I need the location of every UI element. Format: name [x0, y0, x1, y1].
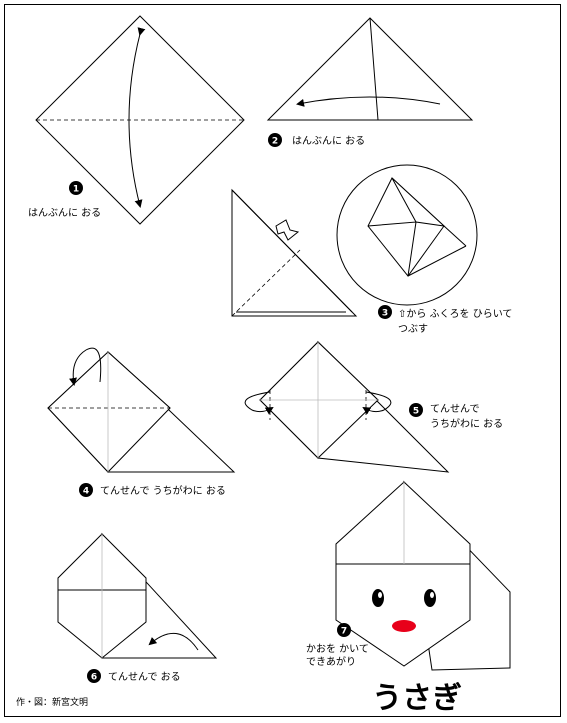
svg-text:できあがり: できあがり: [306, 655, 356, 668]
step-6-figure: [57, 532, 218, 659]
svg-text:4: 4: [83, 487, 89, 497]
page-title: うさぎ: [372, 681, 462, 716]
svg-text:⇧から ふくろを ひらいて: ⇧から ふくろを ひらいて: [398, 308, 512, 320]
svg-text:5: 5: [413, 407, 419, 417]
svg-text:てんせんで おる: てんせんで おる: [108, 671, 181, 683]
svg-text:てんせんで うちがわに おる: てんせんで うちがわに おる: [100, 484, 226, 497]
fold-arrow-icon: [148, 632, 199, 651]
step-3-detail: [336, 164, 478, 306]
svg-text:はんぶんに おる: はんぶんに おる: [292, 135, 365, 147]
svg-text:6: 6: [91, 673, 97, 683]
step-3-label: 3 ⇧から ふくろを ひらいて つぶす: [378, 305, 512, 335]
fold-arrow-icon: [362, 391, 392, 415]
credit-text: 作・図：新宮文明: [16, 696, 88, 708]
step-7-rabbit: [335, 480, 511, 671]
step-5-label: 5 てんせんで うちがわに おる: [409, 403, 503, 430]
rabbit-eye-right: [424, 589, 436, 607]
step-5-figure: [244, 340, 450, 473]
step-2-figure: [266, 17, 474, 121]
push-arrow-icon: [275, 219, 300, 241]
fold-arrow-icon: [128, 27, 146, 208]
step-7-label: 7 かおを かいて できあがり: [306, 623, 369, 668]
svg-text:7: 7: [341, 627, 347, 637]
svg-text:3: 3: [382, 309, 388, 319]
step-4-figure: [47, 347, 236, 473]
svg-text:うちがわに おる: うちがわに おる: [430, 417, 503, 430]
svg-text:てんせんで: てんせんで: [430, 403, 480, 415]
rabbit-nose: [392, 620, 416, 632]
svg-text:つぶす: つぶす: [398, 323, 428, 335]
svg-text:かおを かいて: かおを かいて: [306, 643, 369, 655]
fold-arrow-icon: [69, 347, 102, 386]
step-1-figure: [35, 15, 245, 225]
step-2-label: 2 はんぶんに おる: [268, 133, 365, 147]
fold-arrow-icon: [244, 391, 274, 415]
svg-text:2: 2: [272, 137, 278, 147]
rabbit-eye-left: [372, 589, 384, 607]
svg-text:はんぶんに おる: はんぶんに おる: [28, 207, 101, 219]
fold-arrow-icon: [296, 96, 441, 107]
step-1-label: 1 はんぶんに おる: [28, 181, 101, 219]
page-border: [4, 4, 561, 717]
svg-text:1: 1: [73, 185, 79, 195]
step-6-label: 6 てんせんで おる: [87, 669, 181, 683]
step-4-label: 4 てんせんで うちがわに おる: [79, 483, 226, 497]
step-3-figure: [231, 188, 358, 317]
